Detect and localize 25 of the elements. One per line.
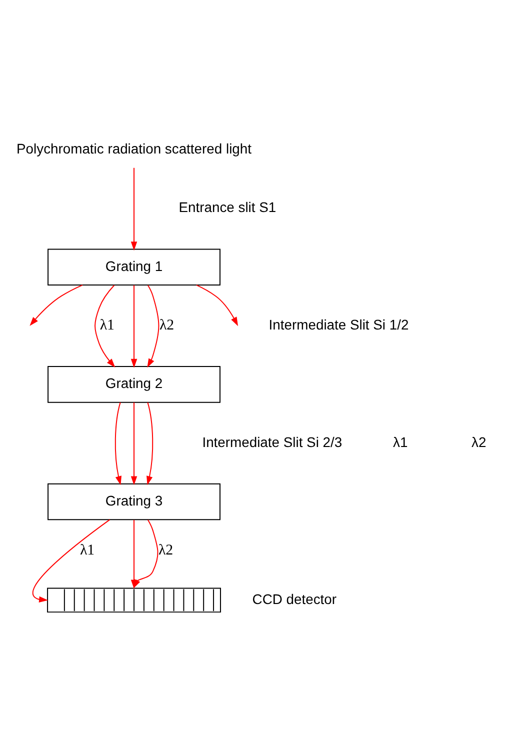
arrow xyxy=(130,284,138,368)
node-box: Grating 1 xyxy=(48,248,220,286)
node-text: Polychromatic radiation scattered light xyxy=(16,140,252,156)
arrow xyxy=(147,284,160,368)
label: Intermediate Slit Si 2/3 xyxy=(202,433,342,450)
edge-label: λ1 xyxy=(80,542,95,558)
edge-label: λ2 xyxy=(158,542,174,558)
label: λ1 xyxy=(393,433,408,450)
label: Entrance slit S1 xyxy=(178,198,276,215)
node-box: Grating 3 xyxy=(48,482,220,520)
node-label: CCD detector xyxy=(252,590,337,606)
arrow xyxy=(133,518,158,588)
arrow xyxy=(130,166,138,250)
edge-label: λ2 xyxy=(159,316,174,333)
arrow xyxy=(32,518,110,602)
node-box: Grating 2 xyxy=(48,366,220,402)
arrow xyxy=(130,401,138,485)
edge-label: λ1 xyxy=(100,316,115,333)
arrow xyxy=(30,284,83,326)
arrow xyxy=(94,284,116,367)
label: Intermediate Slit Si 1/2 xyxy=(268,316,409,332)
arrow xyxy=(146,401,154,485)
arrow xyxy=(114,401,122,485)
label: λ2 xyxy=(472,433,486,450)
arrow xyxy=(196,284,238,326)
